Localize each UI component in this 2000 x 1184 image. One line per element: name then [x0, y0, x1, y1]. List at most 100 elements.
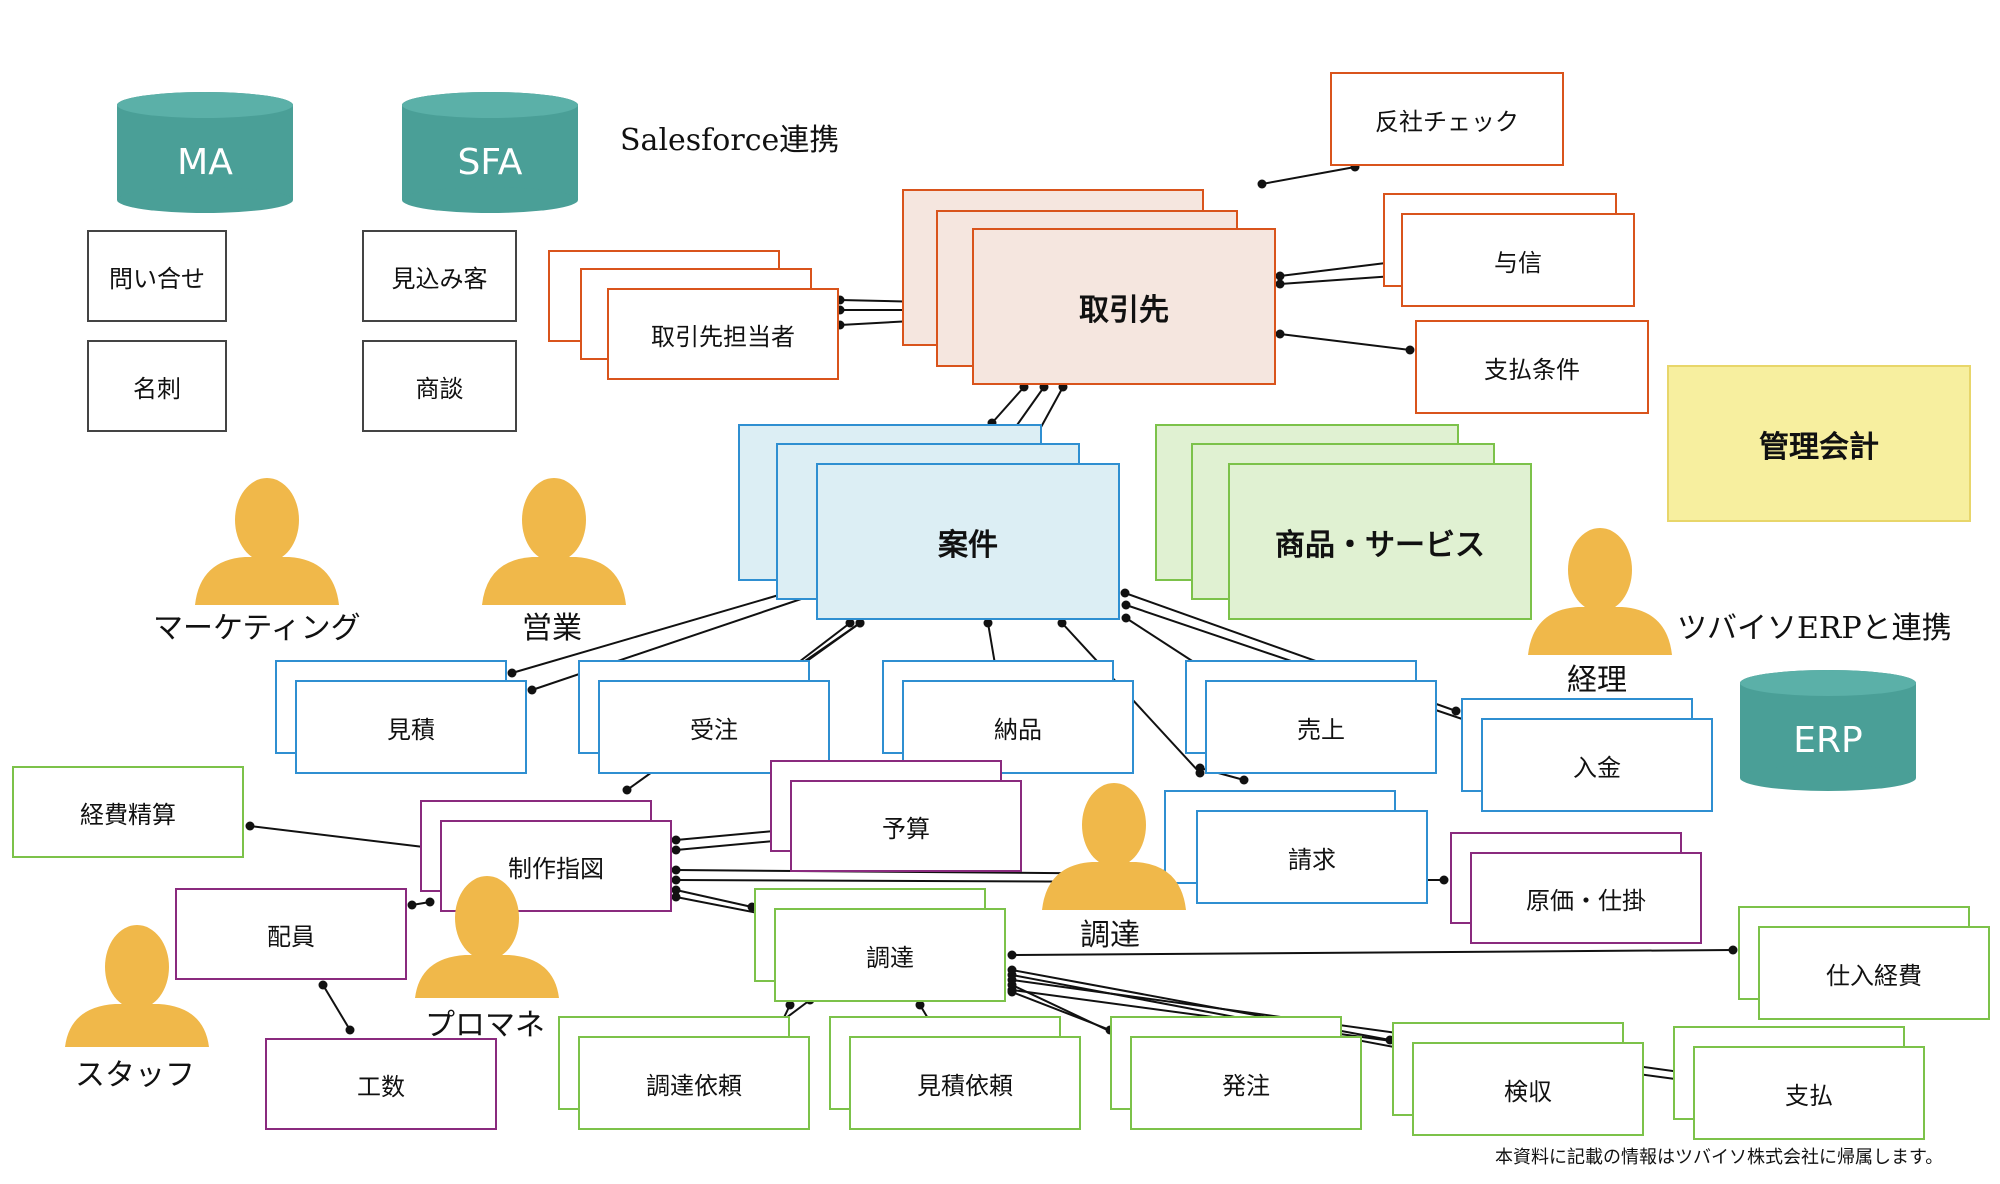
marketing-person-icon [195, 475, 340, 609]
eigyo-label: 営業 [522, 611, 582, 646]
nohin-box[interactable]: 納品 [902, 680, 1134, 774]
ma-database-icon: MA [115, 90, 295, 219]
salesforce-heading: Salesforce連携 [620, 123, 840, 158]
connector-endpoint [785, 1000, 795, 1010]
shohin-service-box[interactable]: 商品・サービス [1228, 463, 1532, 620]
hansha-check-box[interactable]: 反社チェック [1330, 72, 1564, 166]
chotatsu-box[interactable]: 調達 [774, 908, 1006, 1002]
connector-endpoint [1239, 775, 1249, 785]
sfa-database-icon: SFA [400, 90, 580, 219]
connector-line [511, 584, 814, 674]
tsubaiso-heading: ツバイソERPと連携 [1677, 611, 1952, 646]
connector-endpoint [1439, 875, 1449, 885]
connector-endpoint [1007, 980, 1017, 990]
yoshin-box[interactable]: 与信 [1401, 213, 1635, 307]
shodan-box[interactable]: 商談 [362, 340, 517, 432]
connector-line [675, 889, 753, 908]
footer-note: 本資料に記載の情報はツバイソ株式会社に帰属します。 [1495, 1147, 1944, 1168]
nyukin-box[interactable]: 入金 [1481, 718, 1713, 812]
connector-endpoint [507, 668, 517, 678]
connector-endpoint [245, 821, 255, 831]
connector-line [249, 825, 433, 849]
mitsumori-irai-box[interactable]: 見積依頼 [849, 1036, 1081, 1130]
connector-endpoint [1195, 763, 1205, 773]
connector-line [675, 829, 786, 841]
connector-endpoint [983, 618, 993, 628]
connector-line [1279, 261, 1395, 277]
connector-endpoint [1275, 279, 1285, 289]
sfa-label: SFA [457, 142, 523, 183]
connector-endpoint [407, 900, 417, 910]
keiri-label: 経理 [1567, 663, 1627, 698]
kanri-kaikei-box[interactable]: 管理会計 [1667, 365, 1971, 522]
connector-endpoint [1007, 950, 1017, 960]
torihikisaki-tanto-box[interactable]: 取引先担当者 [607, 288, 839, 380]
connector-endpoint [1057, 618, 1067, 628]
connector-endpoint [1121, 600, 1131, 610]
ma-label: MA [177, 142, 233, 183]
connector-line [675, 896, 769, 916]
puromane-label: プロマネ [425, 1008, 545, 1043]
connector-line [1279, 333, 1411, 351]
erp-database-icon: ERP [1738, 668, 1918, 797]
connector-endpoint [1275, 271, 1285, 281]
connector-line [322, 984, 351, 1031]
haiin-box[interactable]: 配員 [175, 888, 407, 980]
connector-line [1125, 617, 1204, 669]
connector-endpoint [318, 980, 328, 990]
connector-endpoint [1728, 945, 1738, 955]
connector-endpoint [1405, 345, 1415, 355]
staff-person-icon [65, 922, 210, 1051]
connector-endpoint [671, 845, 681, 855]
connector-endpoint [915, 1000, 925, 1010]
connector-endpoint [1121, 613, 1131, 623]
shiharai-box[interactable]: 支払 [1693, 1046, 1925, 1140]
keihi-seisan-box[interactable]: 経費精算 [12, 766, 244, 858]
hatchu-box[interactable]: 発注 [1130, 1036, 1362, 1130]
keiri-person-icon [1528, 525, 1673, 659]
connector-endpoint [845, 618, 855, 628]
anken-box[interactable]: 案件 [816, 463, 1120, 620]
meishi-box[interactable]: 名刺 [87, 340, 227, 432]
connector-line [675, 839, 786, 851]
connector-endpoint [425, 897, 435, 907]
shiire-keihi-box[interactable]: 仕入経費 [1758, 926, 1990, 1020]
connector-line [1011, 949, 1734, 956]
chotatsu-person-icon [1042, 780, 1187, 914]
connector-endpoint [527, 685, 537, 695]
connector-endpoint [345, 1025, 355, 1035]
connector-endpoint [1275, 329, 1285, 339]
staff-label: スタッフ [75, 1058, 195, 1093]
connector-endpoint [671, 835, 681, 845]
connector-line [991, 386, 1025, 424]
connector-endpoint [1257, 179, 1267, 189]
juchu-box[interactable]: 受注 [598, 680, 830, 774]
connector-endpoint [1451, 706, 1461, 716]
torihikisaki-box[interactable]: 取引先 [972, 228, 1276, 385]
marketing-label: マーケティング [153, 611, 361, 646]
erp-label: ERP [1793, 720, 1863, 761]
connector-line [1279, 275, 1395, 285]
chotatsu-role-label: 調達 [1080, 918, 1140, 953]
kenshu-box[interactable]: 検収 [1412, 1042, 1644, 1136]
uriage-box[interactable]: 売上 [1205, 680, 1437, 774]
toiawase-box[interactable]: 問い合せ [87, 230, 227, 322]
eigyo-person-icon [482, 475, 627, 609]
seikyu-box[interactable]: 請求 [1196, 810, 1428, 904]
puromane-person-icon [415, 873, 560, 1002]
shiharai-joken-box[interactable]: 支払条件 [1415, 320, 1649, 414]
chotatsu-irai-box[interactable]: 調達依頼 [578, 1036, 810, 1130]
connector-line [1261, 166, 1356, 185]
connector-endpoint [671, 892, 681, 902]
mitsumori-box[interactable]: 見積 [295, 680, 527, 774]
connector-endpoint [671, 885, 681, 895]
yosan-box[interactable]: 予算 [790, 780, 1022, 872]
kosu-box[interactable]: 工数 [265, 1038, 497, 1130]
connector-endpoint [1120, 588, 1130, 598]
connector-endpoint [622, 785, 632, 795]
genka-shikake-box[interactable]: 原価・仕掛 [1470, 852, 1702, 944]
connector-endpoint [855, 618, 865, 628]
mikomi-box[interactable]: 見込み客 [362, 230, 517, 322]
connector-endpoint [1007, 987, 1017, 997]
